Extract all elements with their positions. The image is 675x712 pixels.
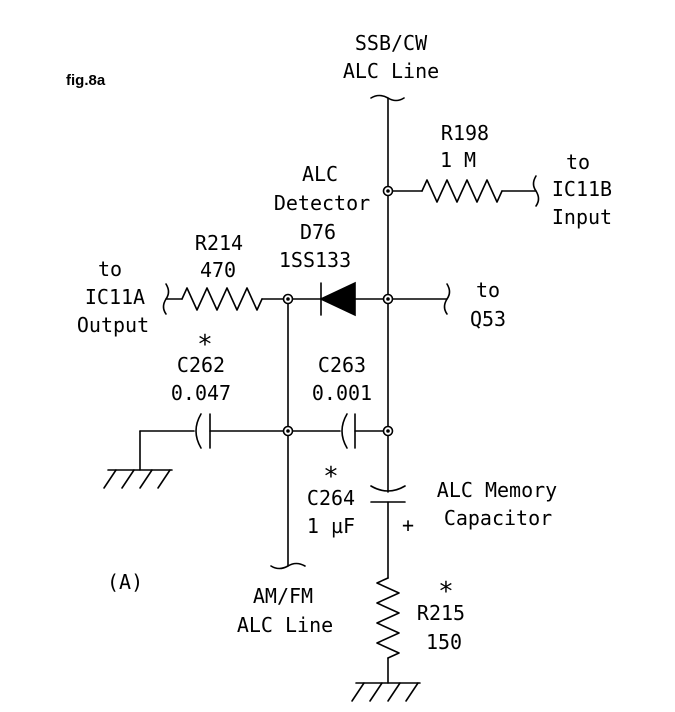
r198-resistor — [421, 179, 503, 203]
c262-marker: * — [197, 330, 213, 360]
junction-dot-cap-row-bus-center — [386, 429, 390, 433]
r214-value: 470 — [200, 258, 236, 282]
junction-dots — [282, 185, 394, 437]
c264-marker: * — [323, 462, 339, 492]
c264-value: 1 µF — [307, 514, 355, 538]
c264-ref: C264 — [307, 486, 355, 510]
am-fm-break-mark — [270, 562, 306, 570]
figure-label: fig.8a — [66, 72, 106, 89]
r215-value: 150 — [426, 630, 462, 654]
c263-curved-plate — [341, 413, 348, 449]
r215-resistor — [376, 577, 400, 659]
c262-ref: C262 — [177, 353, 225, 377]
ic11b-label-to: to — [566, 150, 590, 174]
ic11b-label-input: Input — [552, 205, 612, 229]
ground-left-hatch-4 — [157, 469, 171, 489]
detector-ref: D76 — [300, 220, 336, 244]
c264-polarity: + — [402, 513, 414, 537]
ground-bottom-hatch-1 — [351, 682, 365, 702]
ic11b-label-name: IC11B — [552, 177, 612, 201]
diode-triangle — [319, 281, 356, 317]
junction-dot-diode-bus-center — [386, 297, 390, 301]
q53-break-mark — [443, 283, 451, 315]
am-fm-line-label-2: ALC Line — [237, 613, 333, 637]
ic11a-label-name: IC11A — [85, 285, 145, 309]
r198-value: 1 M — [440, 148, 476, 172]
r214-resistor — [181, 287, 263, 311]
c262-value: 0.047 — [171, 381, 231, 405]
ground-left-hatch-1 — [103, 469, 117, 489]
c263-ref: C263 — [318, 353, 366, 377]
c262-curved-plate — [195, 413, 202, 449]
r198-ref: R198 — [441, 121, 489, 145]
ic11b-break-mark — [532, 175, 540, 207]
detector-title-2: Detector — [274, 191, 370, 215]
r215-ref: R215 — [417, 601, 465, 625]
ssb-cw-line-label-2: ALC Line — [343, 59, 439, 83]
r215-marker: * — [438, 577, 454, 607]
memory-cap-label-1: ALC Memory — [437, 478, 557, 502]
junction-dot-cap-row-a-center — [286, 429, 290, 433]
ground-left-hatch-2 — [121, 469, 135, 489]
junction-dot-r198-center — [386, 189, 390, 193]
memory-cap-label-2: Capacitor — [444, 506, 552, 530]
am-fm-line-label-1: AM/FM — [253, 584, 313, 608]
panel-label: (A) — [107, 570, 143, 594]
ground-bottom-hatch-4 — [405, 682, 419, 702]
ground-left-hatch-3 — [139, 469, 153, 489]
ssb-cw-line-label-1: SSB/CW — [355, 31, 428, 55]
q53-label-to: to — [476, 278, 500, 302]
r214-ref: R214 — [195, 231, 243, 255]
junction-dot-node-a-center — [286, 297, 290, 301]
detector-part: 1SS133 — [279, 248, 351, 272]
ic11a-label-to: to — [98, 257, 122, 281]
ground-bottom-hatch-2 — [369, 682, 383, 702]
c263-value: 0.001 — [312, 381, 372, 405]
ic11a-label-output: Output — [77, 313, 149, 337]
c264-curved-plate — [370, 485, 406, 492]
detector-title-1: ALC — [302, 162, 338, 186]
q53-label-name: Q53 — [470, 307, 506, 331]
ground-bottom-hatch-3 — [387, 682, 401, 702]
